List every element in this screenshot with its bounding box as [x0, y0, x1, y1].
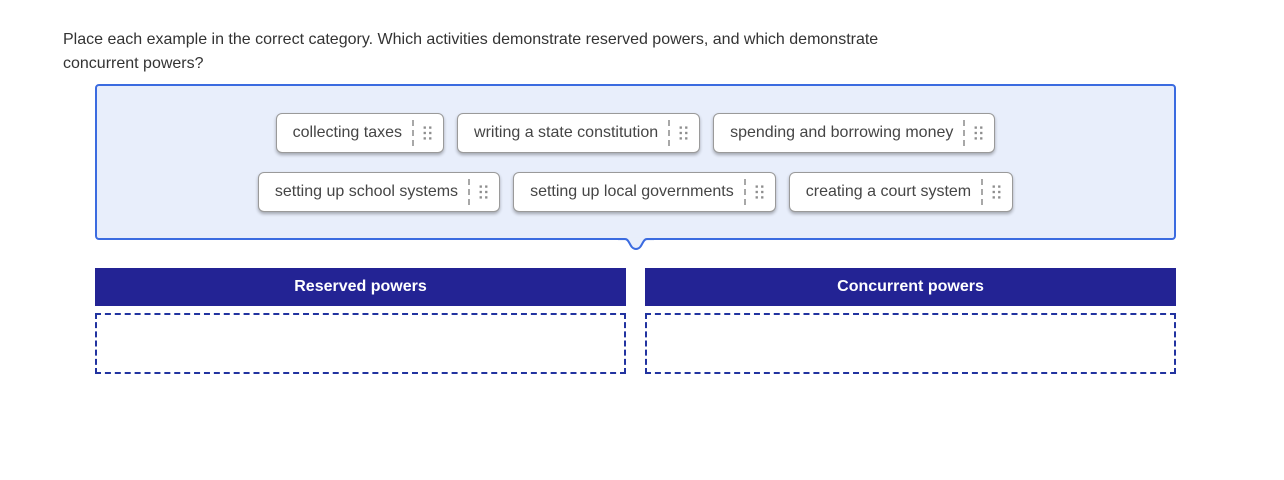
chip-row: setting up school systems setting up loc…: [97, 171, 1174, 212]
chip-label: spending and borrowing money: [730, 123, 954, 141]
draggable-chip[interactable]: collecting taxes: [275, 112, 445, 153]
draggable-chip[interactable]: setting up local governments: [513, 171, 776, 212]
chip-label: setting up school systems: [274, 182, 459, 200]
chip-divider: [743, 178, 746, 205]
category-header-concurrent: Concurrent powers: [645, 268, 1176, 306]
category-reserved: Reserved powers: [95, 268, 626, 374]
bank-notch: [611, 237, 660, 251]
dropzone-concurrent[interactable]: [645, 313, 1176, 374]
chip-divider: [981, 178, 984, 205]
chip-label: collecting taxes: [292, 123, 403, 141]
drag-handle-icon[interactable]: [974, 125, 983, 140]
chip-label: creating a court system: [805, 182, 972, 200]
draggable-chip[interactable]: creating a court system: [788, 171, 1014, 212]
drag-handle-icon[interactable]: [992, 184, 1001, 199]
word-bank[interactable]: collecting taxes writing a state constit…: [95, 84, 1176, 251]
category-concurrent: Concurrent powers: [645, 268, 1176, 374]
chip-divider: [412, 119, 415, 146]
chip-label: writing a state constitution: [474, 123, 659, 141]
chip-divider: [468, 178, 471, 205]
question-text: Place each example in the correct catego…: [63, 31, 879, 72]
chip-label: setting up local governments: [530, 182, 734, 200]
dropzone-reserved[interactable]: [95, 313, 626, 374]
categories-section: Reserved powers Concurrent powers: [95, 268, 1176, 374]
draggable-chip[interactable]: spending and borrowing money: [713, 112, 996, 153]
chip-divider: [963, 119, 966, 146]
chip-divider: [668, 119, 671, 146]
drag-handle-icon[interactable]: [423, 125, 432, 140]
chip-row: collecting taxes writing a state constit…: [97, 112, 1174, 153]
draggable-chip[interactable]: writing a state constitution: [457, 112, 701, 153]
draggable-chip[interactable]: setting up school systems: [257, 171, 501, 212]
category-header-reserved: Reserved powers: [95, 268, 626, 306]
drag-handle-icon[interactable]: [479, 184, 488, 199]
drag-handle-icon[interactable]: [755, 184, 764, 199]
drag-handle-icon[interactable]: [679, 125, 688, 140]
